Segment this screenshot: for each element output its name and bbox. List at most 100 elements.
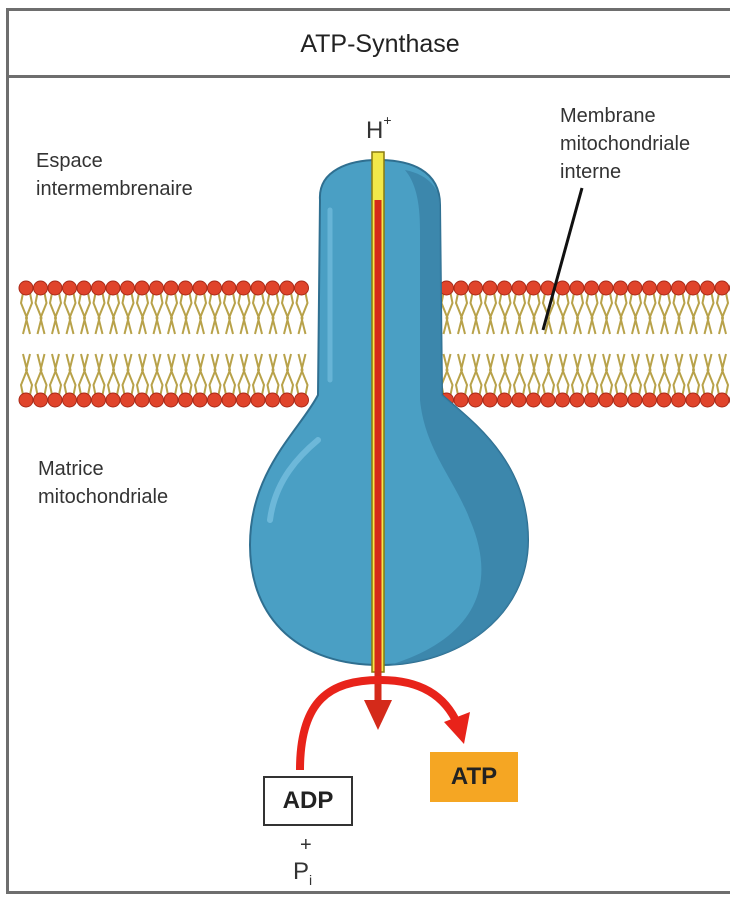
phospholipid xyxy=(715,354,729,407)
phospholipid xyxy=(657,354,671,407)
phospholipid xyxy=(469,281,483,334)
phospholipid xyxy=(599,281,613,334)
phospholipid xyxy=(193,354,207,407)
phospholipid xyxy=(295,354,309,407)
phosphate-label: Pi xyxy=(293,858,312,888)
phospholipid xyxy=(643,354,657,407)
membrane-label-line3: interne xyxy=(560,158,690,186)
phospholipid xyxy=(48,281,62,334)
phospholipid xyxy=(280,281,294,334)
phospholipid xyxy=(498,281,512,334)
phospholipid xyxy=(77,354,91,407)
phospholipid xyxy=(237,354,251,407)
phospholipid xyxy=(483,354,497,407)
phospholipid xyxy=(701,281,715,334)
phospholipid xyxy=(643,281,657,334)
phospholipid xyxy=(672,354,686,407)
phospholipid xyxy=(208,281,222,334)
phospholipid xyxy=(614,281,628,334)
phospholipid xyxy=(208,354,222,407)
matrix-label-line1: Matrice xyxy=(38,455,168,483)
adp-box: ADP xyxy=(263,776,353,826)
phospholipid xyxy=(512,281,526,334)
phospholipid xyxy=(280,354,294,407)
phospholipid xyxy=(77,281,91,334)
phospholipid xyxy=(222,281,236,334)
phospholipid xyxy=(715,281,729,334)
phospholipid xyxy=(701,354,715,407)
plus-sign: + xyxy=(300,834,312,857)
phospholipid xyxy=(63,354,77,407)
atp-box: ATP xyxy=(430,752,518,802)
phospholipid xyxy=(585,354,599,407)
phospholipid xyxy=(686,354,700,407)
phospholipid xyxy=(599,354,613,407)
phospholipid xyxy=(135,354,149,407)
phospholipid xyxy=(585,281,599,334)
phospholipid xyxy=(150,354,164,407)
phospholipid xyxy=(454,354,468,407)
phospholipid xyxy=(106,354,120,407)
phospholipid xyxy=(570,354,584,407)
phospholipid xyxy=(34,281,48,334)
phosphate-subscript: i xyxy=(309,872,312,888)
intermembrane-label-line2: intermembrenaire xyxy=(36,175,193,203)
phospholipid xyxy=(34,354,48,407)
phospholipid xyxy=(686,281,700,334)
phospholipid xyxy=(19,354,33,407)
phosphate-symbol: P xyxy=(293,858,309,885)
proton-flow-arrow-shaft xyxy=(375,200,382,700)
phospholipid xyxy=(266,281,280,334)
phospholipid xyxy=(164,281,178,334)
phospholipid xyxy=(498,354,512,407)
phospholipid xyxy=(672,281,686,334)
phospholipid xyxy=(164,354,178,407)
phospholipid xyxy=(19,281,33,334)
phospholipid xyxy=(222,354,236,407)
phospholipid xyxy=(454,281,468,334)
phospholipid xyxy=(512,354,526,407)
phospholipid xyxy=(570,281,584,334)
phospholipid xyxy=(121,281,135,334)
phospholipid xyxy=(628,281,642,334)
intermembrane-space-label: Espace intermembrenaire xyxy=(36,147,193,203)
proton-symbol: H xyxy=(366,117,383,144)
phospholipid xyxy=(527,281,541,334)
phospholipid xyxy=(541,354,555,407)
atp-synthase-protein xyxy=(250,160,528,665)
phospholipid xyxy=(92,354,106,407)
proton-flow-arrowhead xyxy=(364,700,392,730)
phospholipid xyxy=(295,281,309,334)
intermembrane-label-line1: Espace xyxy=(36,147,193,175)
inner-membrane-label: Membrane mitochondriale interne xyxy=(560,102,690,186)
phospholipid xyxy=(92,281,106,334)
phospholipid xyxy=(628,354,642,407)
phospholipid xyxy=(193,281,207,334)
phospholipid xyxy=(135,281,149,334)
phospholipid xyxy=(483,281,497,334)
phospholipid xyxy=(63,281,77,334)
matrix-label-line2: mitochondriale xyxy=(38,483,168,511)
phospholipid xyxy=(150,281,164,334)
phospholipid xyxy=(251,281,265,334)
phospholipid xyxy=(527,354,541,407)
phospholipid xyxy=(106,281,120,334)
phospholipid xyxy=(251,354,265,407)
proton-label: H+ xyxy=(366,116,392,145)
membrane-pointer-line xyxy=(543,188,582,330)
phospholipid xyxy=(179,354,193,407)
phospholipid xyxy=(556,281,570,334)
proton-charge: + xyxy=(383,112,391,128)
membrane-label-line1: Membrane xyxy=(560,102,690,130)
phospholipid xyxy=(266,354,280,407)
matrix-label: Matrice mitochondriale xyxy=(38,455,168,511)
phospholipid xyxy=(614,354,628,407)
phospholipid xyxy=(469,354,483,407)
phospholipid xyxy=(48,354,62,407)
phospholipid xyxy=(179,281,193,334)
phospholipid xyxy=(237,281,251,334)
phospholipid xyxy=(121,354,135,407)
phospholipid xyxy=(657,281,671,334)
phospholipid xyxy=(556,354,570,407)
membrane-label-line2: mitochondriale xyxy=(560,130,690,158)
